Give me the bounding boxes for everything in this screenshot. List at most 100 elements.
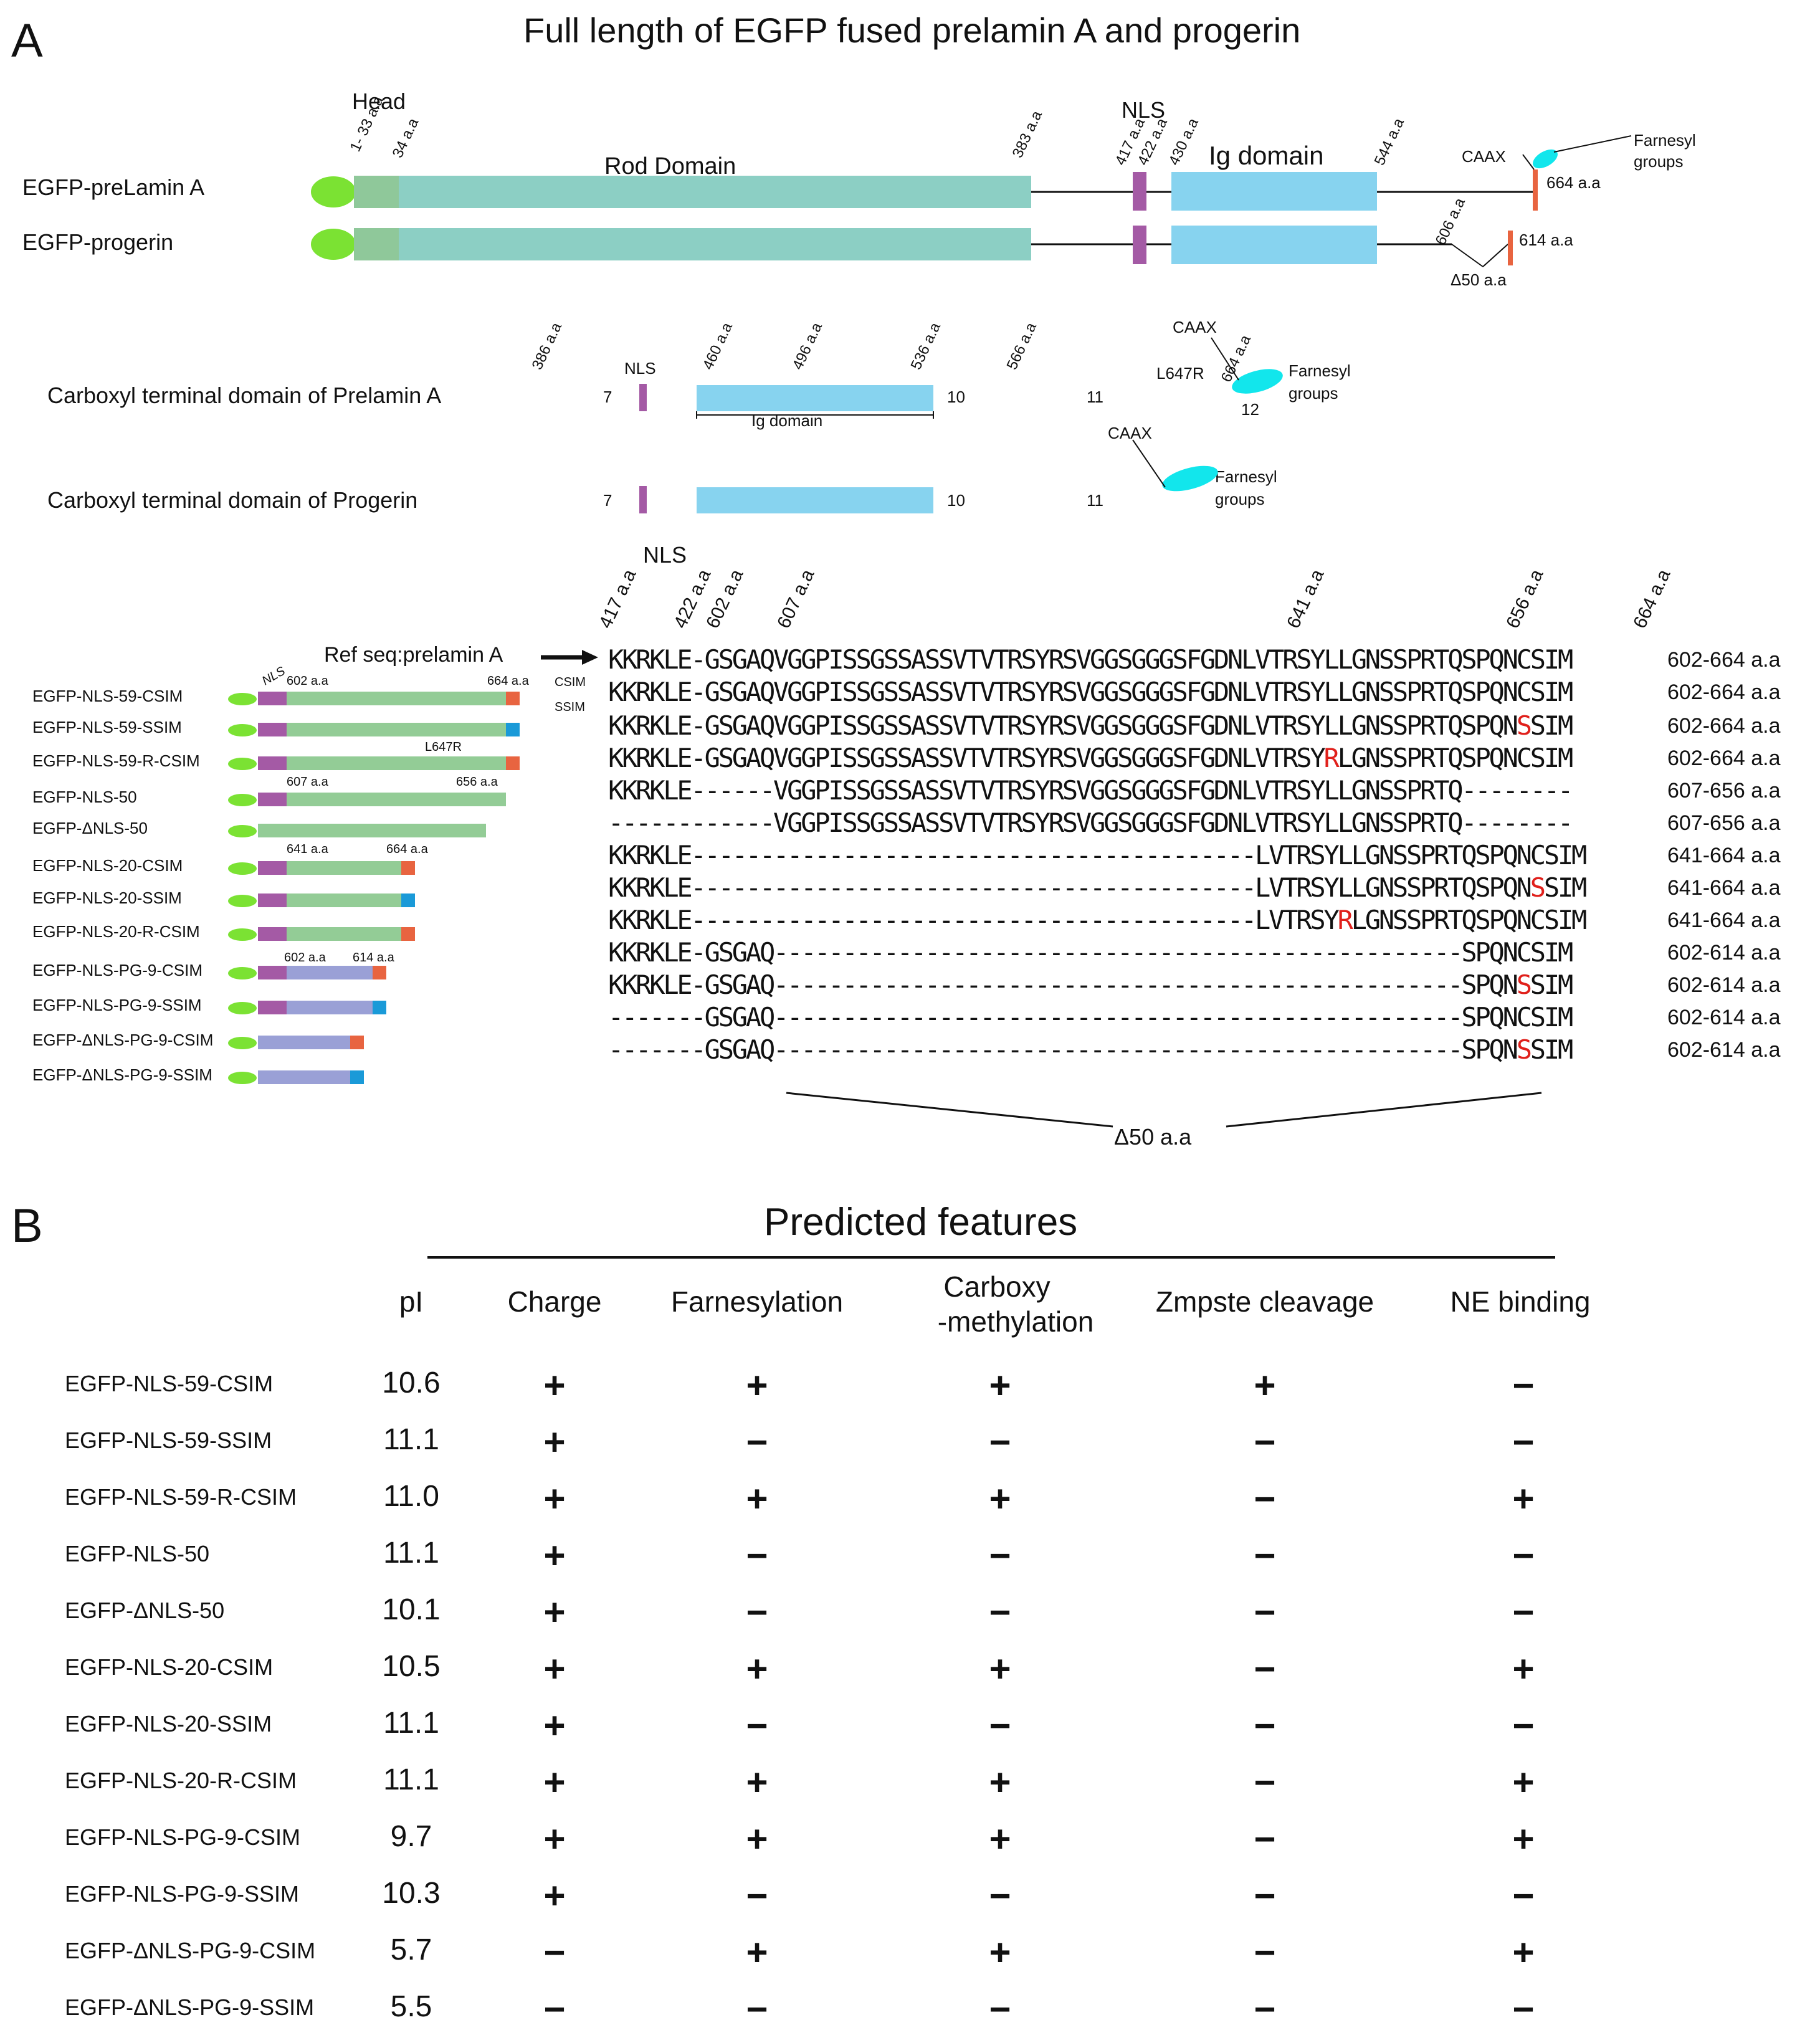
table-row-name: EGFP-NLS-59-R-CSIM [65, 1484, 297, 1510]
caax-box [1533, 169, 1538, 211]
csim-segment [506, 756, 520, 770]
construct-label: EGFP-ΔNLS-PG-9-CSIM [32, 1031, 214, 1049]
ctd-nls-label: NLS [624, 359, 656, 378]
ctd-nls-box [639, 486, 647, 513]
construct-body [287, 861, 401, 875]
sequence-text: LGNSSPRTQSPQNCSIM [1337, 743, 1574, 773]
nls-segment [258, 927, 287, 941]
sequence-text: SIM [1543, 872, 1587, 903]
construct-body [287, 723, 506, 736]
ref-seq-label: Ref seq:prelamin A [324, 643, 503, 667]
ctd-farnesyl-ellipse [1162, 465, 1218, 492]
farn-symbol: + [746, 1648, 768, 1690]
ref-range: 602-664 a.a [1667, 648, 1781, 672]
carb-symbol: + [989, 1648, 1011, 1690]
sequence-row: KKRKLE------VGGPISSGSSASSVTVTRSYRSVGGSGG… [608, 775, 1573, 806]
sequence-range: 607-656 a.a [1667, 811, 1781, 835]
ne-symbol: − [1512, 1988, 1535, 2030]
farn-symbol: + [746, 1478, 768, 1520]
mutation-residue: R [1323, 743, 1339, 773]
ref-arrow-icon [541, 650, 598, 665]
ctd-caax-label-2: CAAX [1108, 424, 1152, 442]
pi-value: 10.6 [382, 1366, 441, 1399]
header-ne-binding: NE binding [1450, 1285, 1591, 1318]
farn-symbol: − [746, 1591, 768, 1633]
sequence-text: SIM [1530, 1034, 1573, 1065]
csim-segment [401, 861, 415, 875]
row-progerin-label: EGFP-progerin [22, 229, 174, 255]
zmp-symbol: − [1254, 1818, 1276, 1860]
farn-symbol: + [746, 1818, 768, 1860]
construct-body [287, 966, 373, 979]
sequence-range: 602-614 a.a [1667, 973, 1781, 997]
zmp-symbol: − [1254, 1591, 1276, 1633]
sequence-range: 602-614 a.a [1667, 1006, 1781, 1029]
full-length-shapes [311, 135, 1632, 267]
header-pi: pI [399, 1285, 424, 1318]
construct-nls-label: NLS [259, 664, 288, 689]
sequence-row: KKRKLE----------------------------------… [608, 905, 1587, 935]
carb-symbol: − [989, 1535, 1011, 1576]
mutation-residue: S [1516, 710, 1532, 741]
mutation-residue: S [1516, 970, 1532, 1000]
construct-body [287, 927, 401, 941]
rod-domain [399, 176, 1031, 208]
pi-value: 11.1 [383, 1537, 439, 1570]
aa-664-label: 664 a.a [1546, 173, 1601, 192]
construct-l647r: L647R [425, 740, 462, 754]
table-row-name: EGFP-NLS-PG-9-CSIM [65, 1824, 301, 1850]
sequence-range: 607-656 a.a [1667, 779, 1781, 803]
sequence-text: SIM [1530, 710, 1573, 741]
construct-label: EGFP-ΔNLS-PG-9-SSIM [32, 1065, 212, 1084]
construct-aa614: 614 a.a [353, 951, 394, 965]
exon-7-label-2: 7 [603, 491, 612, 510]
construct-label: EGFP-NLS-59-SSIM [32, 718, 182, 736]
construct-body [258, 1036, 350, 1049]
sequence-row: KKRKLE-GSGAQ----------------------------… [608, 937, 1573, 968]
carb-symbol: − [989, 1591, 1011, 1633]
zmp-symbol: − [1254, 1705, 1276, 1746]
sequence-text: KKRKLE-GSGAQVGGPISSGSSASSVTVTRSYRSVGGSGG… [608, 677, 1573, 707]
zmp-symbol: − [1254, 1988, 1276, 2030]
carb-symbol: + [989, 1761, 1011, 1803]
charge-symbol: + [543, 1535, 566, 1576]
ref-sequence: KKRKLE-GSGAQVGGPISSGSSASSVTVTRSYRSVGGSGG… [608, 644, 1573, 675]
ctd-nls-box [639, 384, 647, 411]
sequence-text: -------GSGAQ----------------------------… [608, 1002, 1573, 1032]
ctd-l647r-label: L647R [1156, 364, 1204, 383]
mutation-residue: S [1530, 872, 1546, 903]
charge-symbol: + [543, 1591, 566, 1633]
sequence-row: KKRKLE-GSGAQVGGPISSGSSASSVTVTRSYRSVGGSGG… [608, 743, 1574, 773]
ctd-farnesyl-1: Farnesyl [1289, 361, 1351, 380]
ssim-segment [506, 723, 520, 736]
construct-body [258, 824, 486, 837]
caax-label: CAAX [1462, 147, 1506, 166]
seq-aa-607: 607 a.a [773, 566, 819, 632]
exon-10-label: 10 [947, 388, 965, 406]
egfp-ellipse [311, 229, 356, 260]
nls-segment [258, 861, 287, 875]
head-domain [354, 228, 399, 260]
construct-csim: CSIM [555, 675, 586, 689]
sequence-range: 602-664 a.a [1667, 746, 1781, 770]
table-row-name: EGFP-NLS-20-CSIM [65, 1654, 274, 1680]
csim-segment [401, 927, 415, 941]
construct-label: EGFP-NLS-PG-9-CSIM [32, 961, 203, 979]
sequence-text: KKRKLE----------------------------------… [608, 872, 1532, 903]
nls-box [1133, 226, 1146, 264]
ssim-segment [350, 1070, 364, 1084]
header-charge: Charge [507, 1285, 602, 1318]
panel-b-rule [427, 1256, 1555, 1259]
mutation-residue: R [1337, 905, 1353, 935]
carb-symbol: − [989, 1988, 1011, 2030]
egfp-ellipse [228, 967, 257, 979]
exon-11-label-2: 11 [1087, 491, 1103, 510]
ne-symbol: − [1512, 1875, 1535, 1917]
ne-symbol: + [1512, 1818, 1535, 1860]
farn-symbol: − [746, 1988, 768, 2030]
sequence-range: 641-664 a.a [1667, 908, 1781, 932]
ctd-prelamin-label: Carboxyl terminal domain of Prelamin A [47, 383, 442, 408]
ig-domain [1171, 172, 1377, 211]
nls-label: NLS [1122, 97, 1166, 123]
sequence-row: KKRKLE-GSGAQVGGPISSGSSASSVTVTRSYRSVGGSGG… [608, 710, 1573, 741]
